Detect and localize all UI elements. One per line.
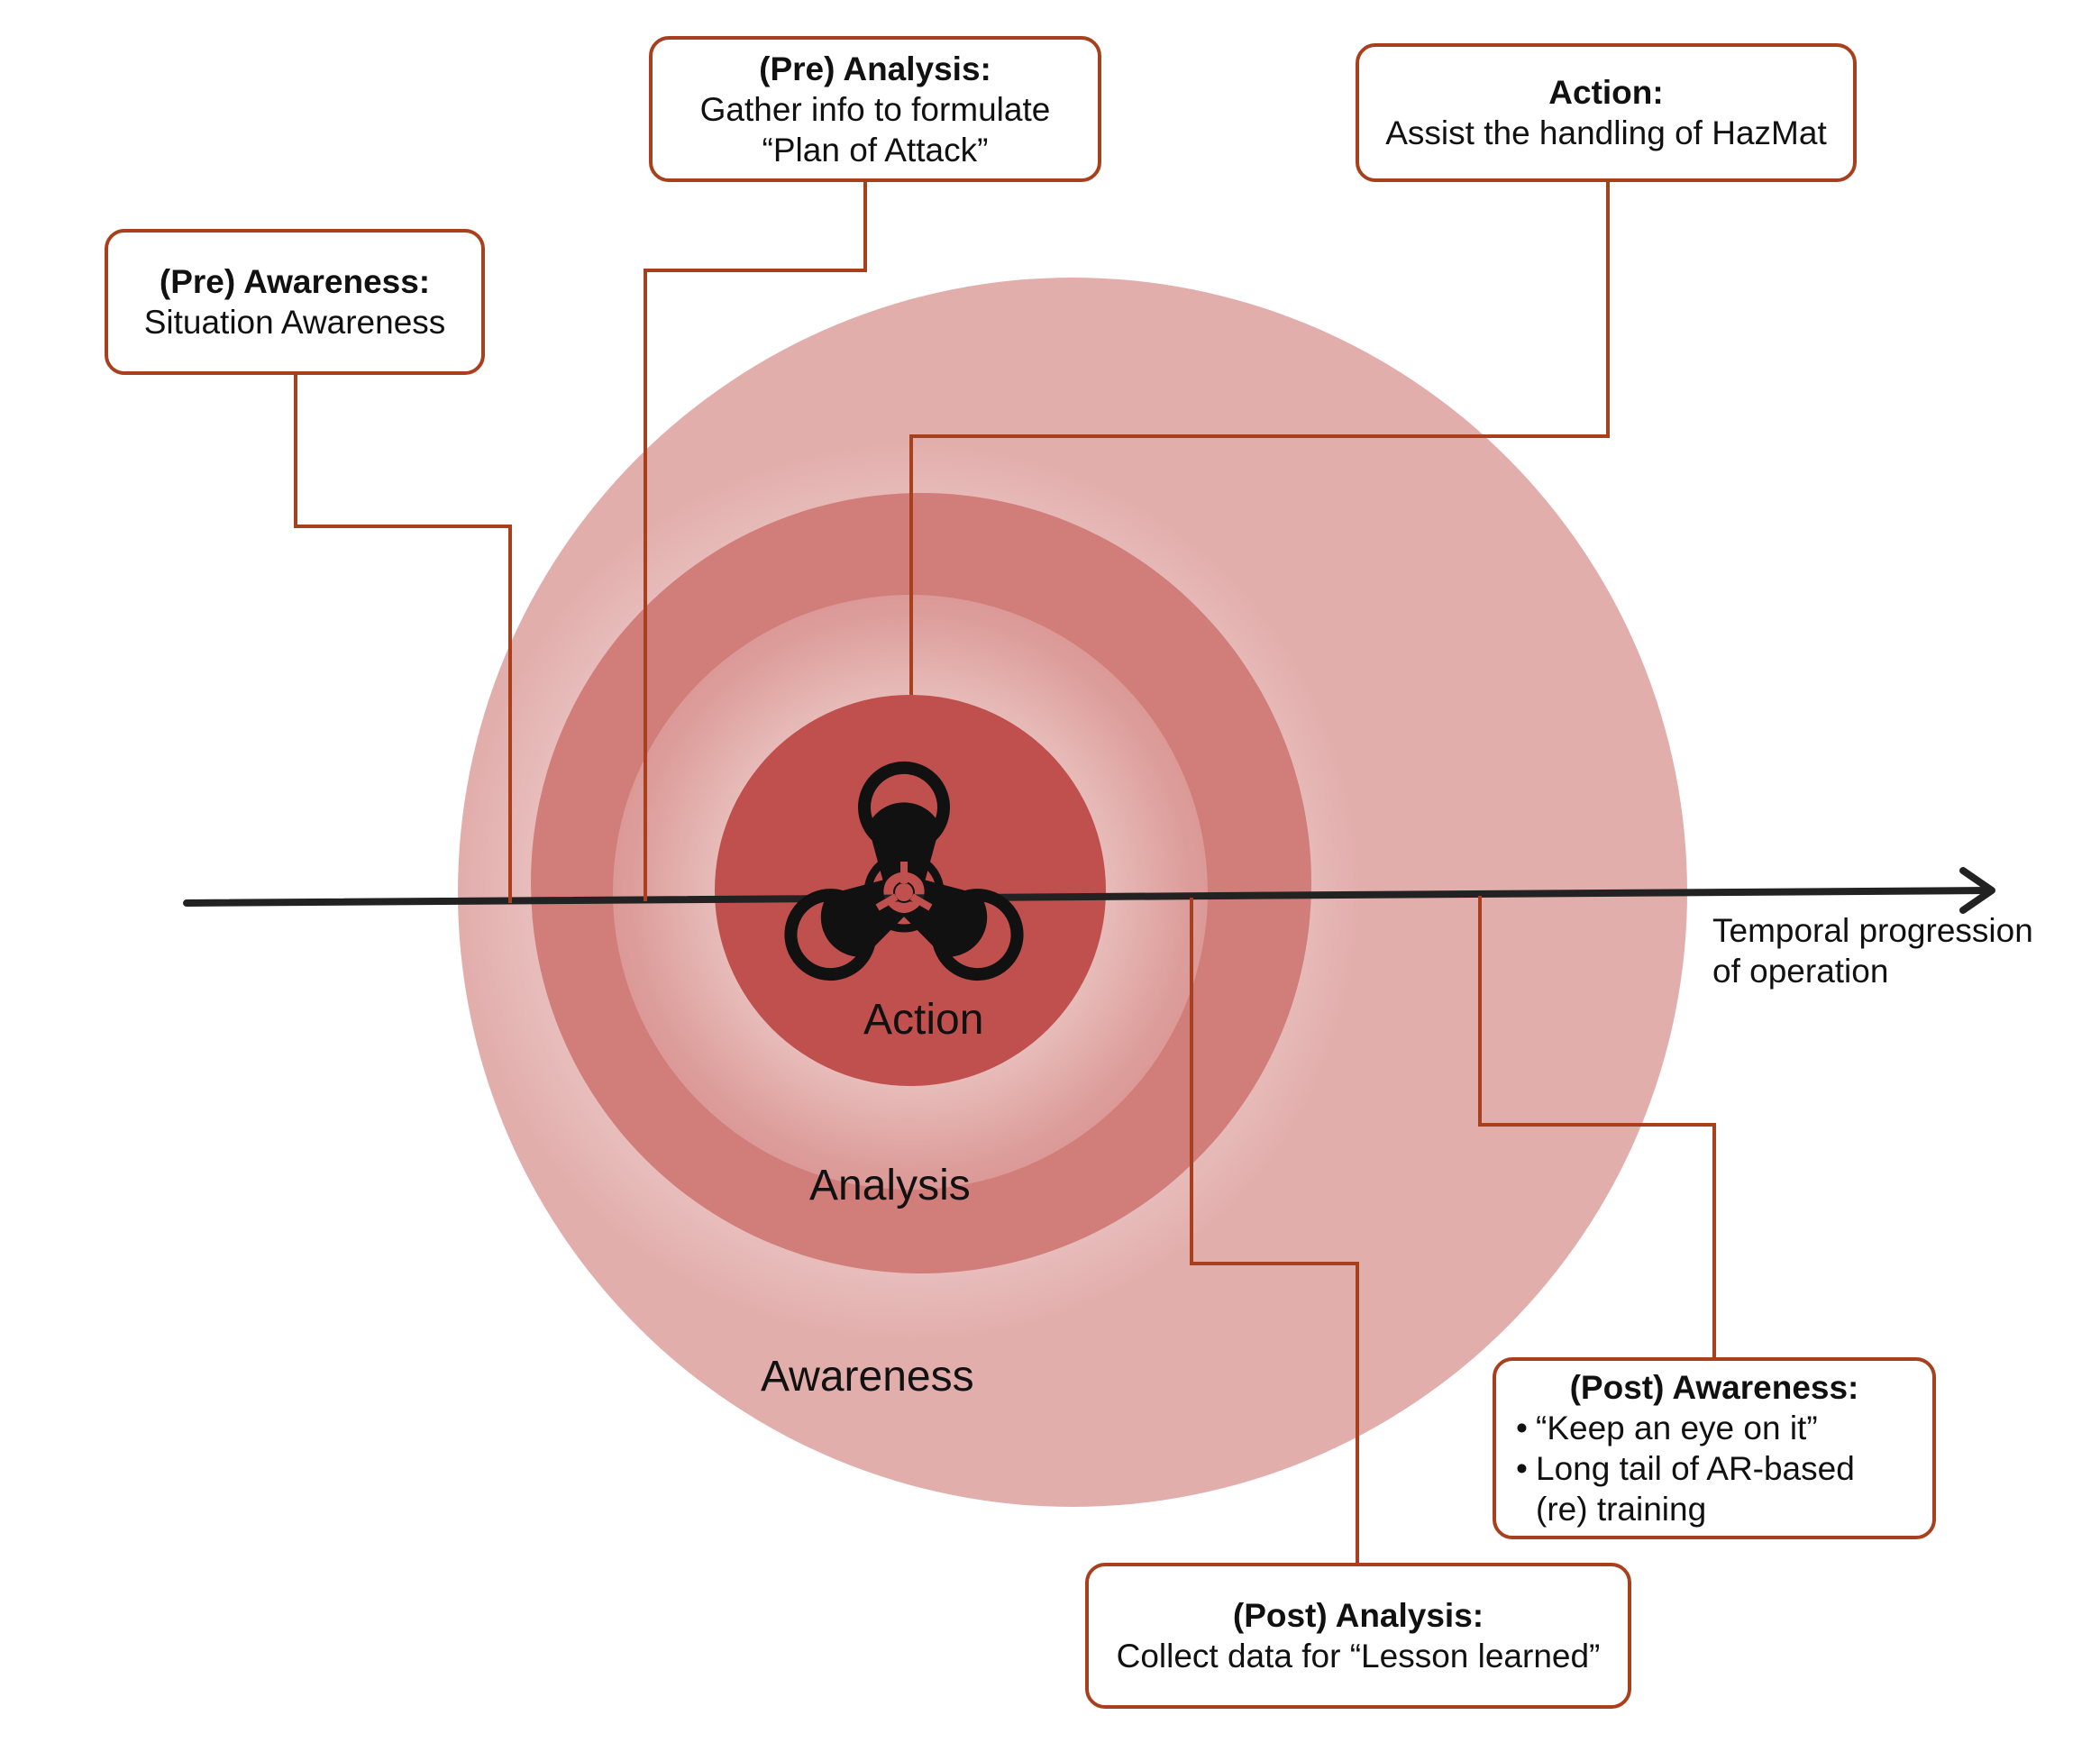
callout-title: (Post) Analysis: <box>1232 1597 1484 1634</box>
callout-bullet: “Keep an eye on it” <box>1516 1408 1932 1448</box>
awareness-label: Awareness <box>761 1353 974 1401</box>
callout-bullet-list: “Keep an eye on it” Long tail of AR-base… <box>1496 1408 1932 1529</box>
callout-title: (Pre) Analysis: <box>759 50 991 87</box>
callout-bullet-line: Long tail of AR-based <box>1536 1450 1855 1487</box>
axis-label: Temporal progression of operation <box>1712 910 2033 991</box>
callout-text: “Plan of Attack” <box>762 131 989 169</box>
callout-text: Collect data for “Lesson learned” <box>1116 1638 1601 1675</box>
callout-action: Action: Assist the handling of HazMat <box>1356 43 1857 182</box>
connector-post-analysis <box>1190 898 1359 1563</box>
timeline-arrowhead <box>1959 867 1995 914</box>
callout-title: Action: <box>1548 74 1664 111</box>
analysis-label: Analysis <box>809 1162 971 1209</box>
action-label: Action <box>863 996 984 1044</box>
callout-post-awareness: (Post) Awareness: “Keep an eye on it” Lo… <box>1493 1357 1936 1539</box>
callout-text: Situation Awareness <box>143 304 446 341</box>
axis-label-line1: Temporal progression <box>1712 912 2033 949</box>
callout-text: Gather info to formulate <box>699 90 1051 128</box>
timeline-axis <box>183 887 1994 907</box>
biohazard-icon <box>784 761 1024 981</box>
callout-pre-analysis: (Pre) Analysis: Gather info to formulate… <box>649 36 1101 182</box>
callout-pre-awareness: (Pre) Awareness: Situation Awareness <box>105 229 485 375</box>
callout-title: (Pre) Awareness: <box>159 263 431 300</box>
callout-bullet-line: (re) training <box>1536 1491 1707 1528</box>
connector-post-awareness <box>1478 896 1716 1359</box>
callout-text: Assist the handling of HazMat <box>1385 114 1827 151</box>
callout-title: (Post) Awareness: <box>1569 1369 1859 1406</box>
connector-pre-awareness <box>294 373 512 903</box>
callout-post-analysis: (Post) Analysis: Collect data for “Lesso… <box>1085 1563 1631 1709</box>
callout-bullet: Long tail of AR-based (re) training <box>1516 1448 1932 1529</box>
connector-action <box>909 180 1610 695</box>
connector-pre-analysis <box>644 182 867 901</box>
axis-label-line2: of operation <box>1712 953 1889 990</box>
